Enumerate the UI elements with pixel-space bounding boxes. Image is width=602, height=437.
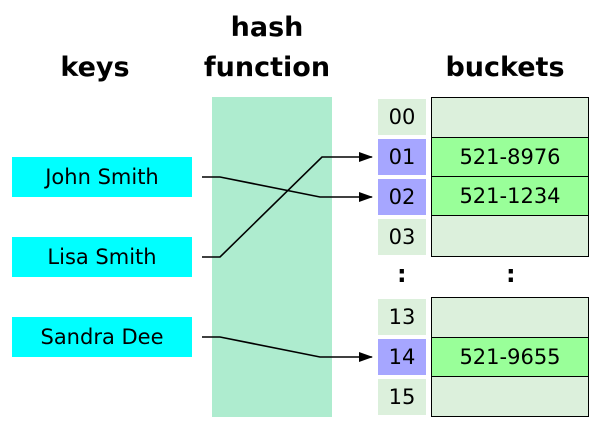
index-15: 15	[378, 379, 426, 415]
bucket-group-bottom: 521-9655	[431, 297, 589, 417]
bucket-cell-01: 521-8976	[432, 137, 588, 177]
arrow-john-smith-to-02	[202, 176, 373, 202]
arrow-sandra-dee-to-14	[202, 336, 373, 362]
hash-function-band	[212, 97, 332, 417]
bucket-cell-15	[432, 376, 588, 415]
arrow-lisa-smith-to-01	[202, 152, 373, 258]
bucket-cell-13	[432, 298, 588, 338]
index-02: 02	[378, 179, 426, 215]
bucket-cell-02: 521-1234	[432, 176, 588, 216]
buckets-heading: buckets	[445, 52, 565, 83]
index-14: 14	[378, 339, 426, 375]
index-ellipsis: :	[397, 260, 407, 288]
index-13: 13	[378, 299, 426, 335]
bucket-cell-03	[432, 215, 588, 255]
index-00: 00	[378, 99, 426, 135]
key-john-smith: John Smith	[12, 157, 192, 197]
bucket-cell-00	[432, 98, 588, 138]
key-sandra-dee: Sandra Dee	[12, 317, 192, 357]
index-01: 01	[378, 139, 426, 175]
index-03: 03	[378, 219, 426, 255]
bucket-group-top: 521-8976 521-1234	[431, 97, 589, 257]
key-lisa-smith: Lisa Smith	[12, 237, 192, 277]
hash-function-heading-line2: function	[203, 52, 331, 83]
bucket-ellipsis: :	[506, 260, 516, 288]
hash-function-heading-line1: hash	[230, 12, 304, 43]
bucket-cell-14: 521-9655	[432, 337, 588, 377]
keys-heading: keys	[60, 52, 130, 83]
